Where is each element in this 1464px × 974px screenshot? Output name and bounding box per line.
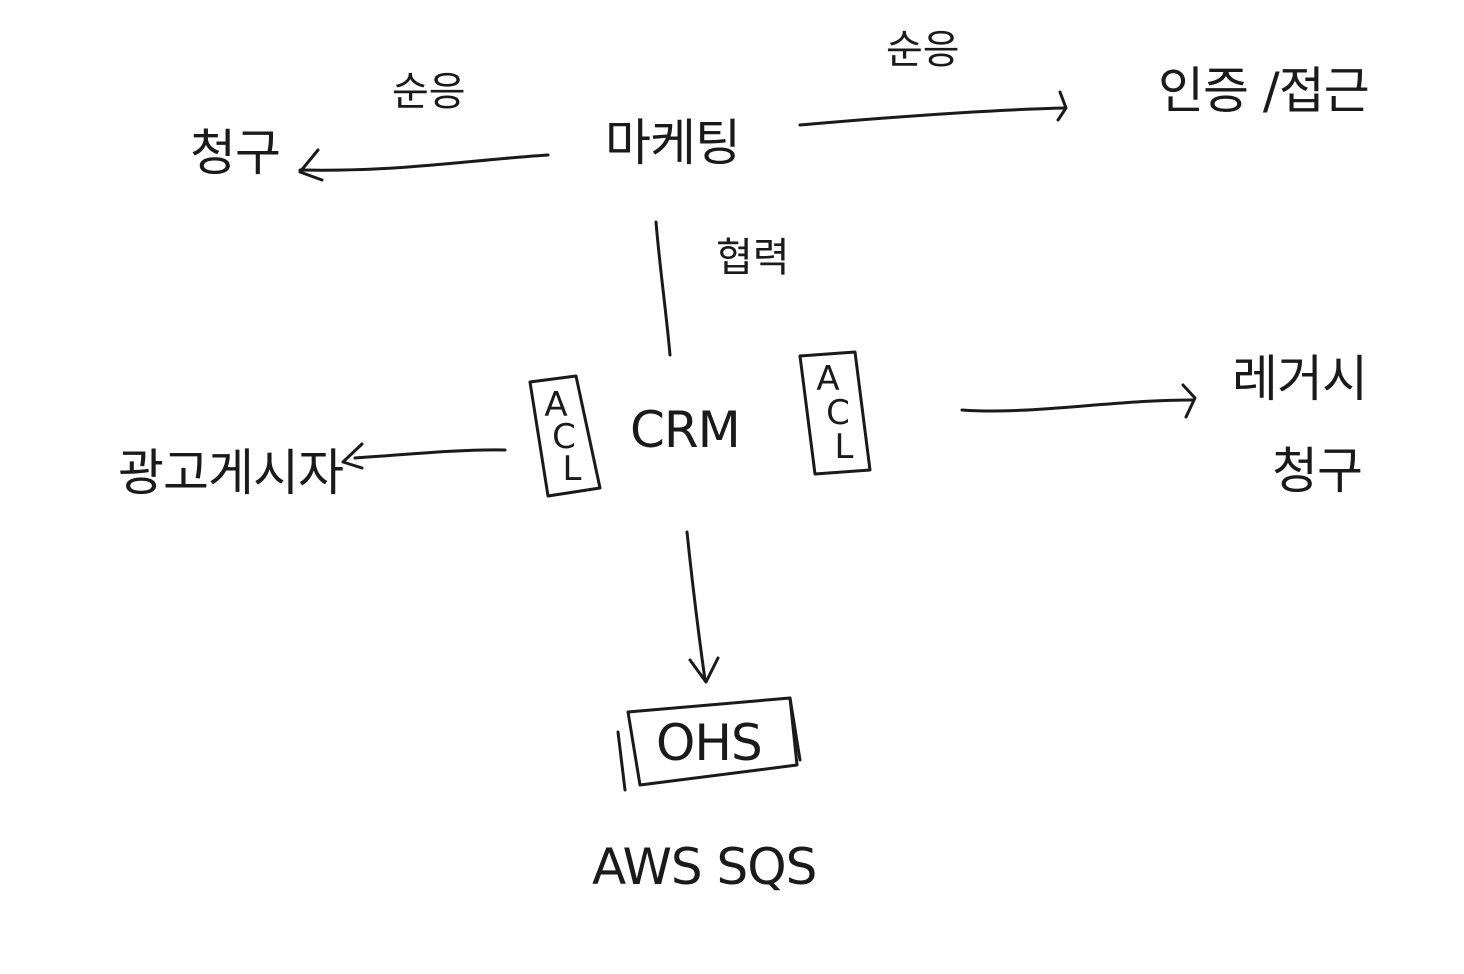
- edge-marketing-billing: [298, 153, 550, 172]
- acl-right-box: [798, 350, 872, 476]
- node-marketing: 마케팅: [605, 114, 741, 172]
- edge-crm-ohs: [685, 530, 707, 682]
- acl-right-letter-a: A: [816, 359, 840, 399]
- ohs-box-outer-right: [788, 696, 802, 762]
- edge-crm-legacy: [960, 398, 1195, 413]
- acl-left-letter-a: A: [544, 385, 568, 425]
- node-auth-access: 인증 /접근: [1158, 62, 1370, 120]
- arrowhead-publisher: [341, 442, 364, 470]
- ohs-box-outer-left: [616, 730, 627, 792]
- acl-right-letter-c: C: [826, 393, 850, 433]
- edge-marketing-crm: [654, 220, 672, 357]
- acl-left-box: [528, 374, 602, 498]
- edge-label-conformist-auth: 순응: [886, 27, 960, 73]
- acl-left-letter-l: L: [562, 449, 582, 489]
- arrowhead-legacy: [1181, 383, 1197, 419]
- node-ad-publisher: 광고게시자: [118, 444, 344, 502]
- edge-label-partnership: 협력: [716, 235, 790, 281]
- edge-crm-publisher: [353, 448, 507, 460]
- acl-left-letter-c: C: [552, 417, 576, 457]
- acl-right-letter-l: L: [834, 427, 854, 467]
- arrowhead-billing: [298, 148, 324, 182]
- edge-marketing-auth: [798, 106, 1067, 127]
- arrowhead-auth: [1056, 90, 1068, 122]
- node-legacy-line2: 청구: [1272, 442, 1363, 500]
- node-crm: CRM: [630, 401, 741, 459]
- node-billing: 청구: [190, 124, 281, 182]
- node-legacy-line1: 레거시: [1232, 350, 1368, 408]
- edge-label-conformist-billing: 순응: [392, 69, 466, 115]
- arrowhead-ohs: [688, 656, 720, 684]
- node-ohs: OHS: [656, 714, 763, 772]
- node-aws-sqs: AWS SQS: [592, 838, 817, 896]
- ohs-box: [626, 696, 799, 787]
